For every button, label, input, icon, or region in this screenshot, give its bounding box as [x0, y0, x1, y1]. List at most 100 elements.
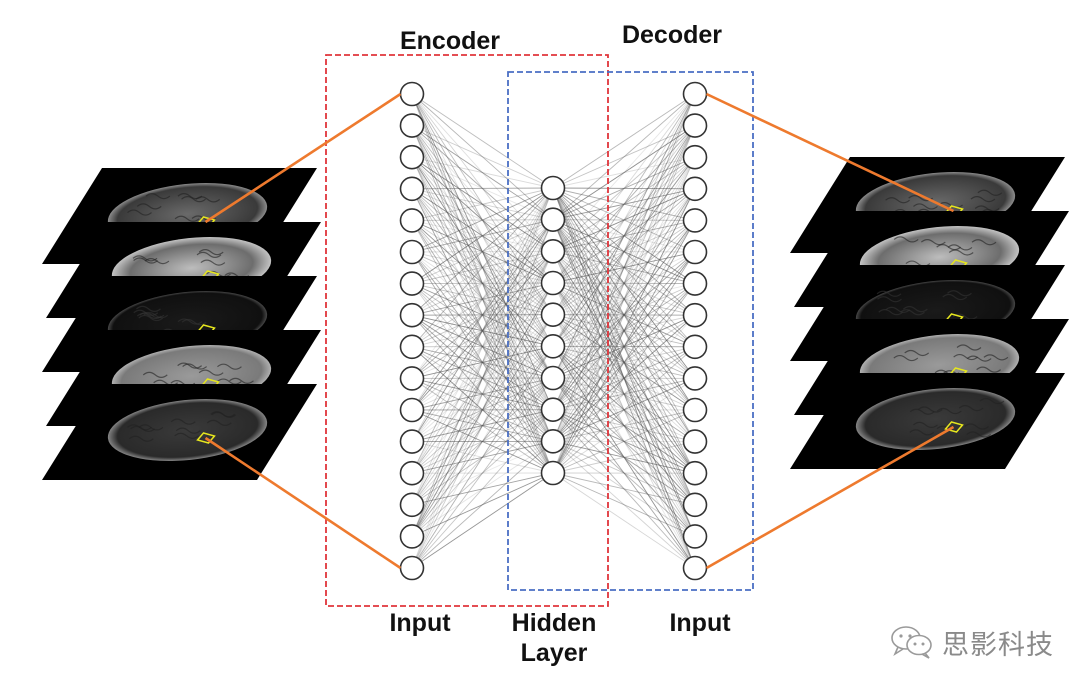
watermark: 思影科技 — [890, 622, 1054, 662]
edge — [552, 188, 696, 347]
edge — [552, 378, 696, 474]
edge — [552, 188, 696, 442]
edge — [411, 440, 554, 537]
edge — [411, 187, 554, 253]
edge — [552, 314, 696, 442]
output-node — [682, 81, 708, 107]
output-node — [682, 524, 708, 549]
output-node — [682, 208, 708, 233]
edge — [411, 187, 554, 569]
edge — [411, 251, 554, 537]
input-node — [399, 366, 425, 391]
roi-marker — [196, 432, 216, 444]
roi-marker — [944, 421, 964, 433]
edge — [411, 282, 554, 506]
edge — [411, 251, 554, 474]
input-node — [399, 492, 425, 518]
wechat-icon — [891, 626, 932, 659]
encoder-label: Encoder — [399, 27, 501, 55]
left-image-stack — [42, 168, 321, 480]
right-image-stack — [790, 157, 1069, 469]
edge — [411, 187, 554, 537]
edge — [552, 377, 696, 474]
output-node — [682, 176, 708, 202]
output-node — [682, 492, 708, 518]
edge — [552, 125, 696, 474]
hidden-node — [540, 365, 566, 391]
mri-slice — [42, 384, 317, 480]
edge — [552, 93, 696, 221]
edge — [411, 125, 554, 252]
edge — [411, 282, 554, 537]
hidden-node — [540, 397, 566, 422]
input-node — [399, 524, 425, 549]
edge — [411, 156, 554, 252]
input-node — [399, 239, 425, 265]
edge — [552, 125, 696, 442]
edge — [552, 472, 696, 506]
network-nodes — [399, 81, 708, 581]
brain-scan — [855, 388, 1016, 450]
edge — [411, 219, 554, 316]
edge — [552, 93, 696, 189]
decoder-label: Decoder — [621, 21, 723, 49]
edge — [411, 409, 554, 537]
edge — [552, 93, 696, 379]
input-node — [399, 555, 425, 581]
edge — [552, 156, 696, 410]
edge — [411, 188, 554, 347]
input-node — [399, 429, 425, 454]
edge — [411, 377, 554, 569]
edge — [552, 251, 696, 474]
edge — [411, 250, 554, 348]
input-node — [399, 334, 425, 360]
hidden-node — [540, 239, 566, 264]
edge — [411, 440, 554, 569]
edge — [552, 251, 696, 284]
edge — [411, 440, 554, 474]
connector-line — [204, 92, 402, 224]
edge — [411, 314, 554, 474]
mri-slice — [790, 373, 1065, 469]
edge — [552, 440, 696, 506]
decoder-box — [507, 71, 754, 591]
edge — [411, 187, 554, 348]
edge — [552, 472, 696, 537]
edge — [411, 187, 554, 316]
edge — [411, 93, 554, 189]
edge — [552, 93, 696, 442]
edge — [411, 314, 554, 379]
edge — [552, 188, 696, 474]
edge — [552, 409, 696, 569]
edge — [411, 187, 554, 474]
edge — [552, 125, 696, 315]
hidden-node — [540, 270, 566, 296]
edge — [552, 220, 696, 410]
edge — [411, 345, 554, 442]
edge — [411, 409, 554, 569]
edge — [411, 219, 554, 348]
input-node — [399, 208, 425, 233]
edge — [552, 441, 696, 474]
edge — [552, 156, 696, 284]
edge — [552, 409, 696, 474]
hidden-node — [540, 429, 566, 454]
output-node — [682, 429, 708, 454]
input-node — [399, 302, 425, 328]
edge — [411, 282, 554, 442]
edge — [411, 282, 554, 569]
input-node — [399, 81, 425, 107]
input-layer-label: Input — [389, 609, 451, 637]
edge — [552, 188, 696, 221]
edge — [552, 125, 696, 252]
connector-line — [705, 425, 955, 570]
edge — [552, 314, 696, 474]
edge — [411, 282, 554, 316]
edge — [411, 409, 554, 506]
input-node — [399, 144, 425, 170]
edge — [411, 187, 554, 442]
output-node — [682, 334, 708, 360]
edge — [411, 187, 554, 284]
edge — [552, 188, 696, 252]
edge — [411, 314, 554, 411]
